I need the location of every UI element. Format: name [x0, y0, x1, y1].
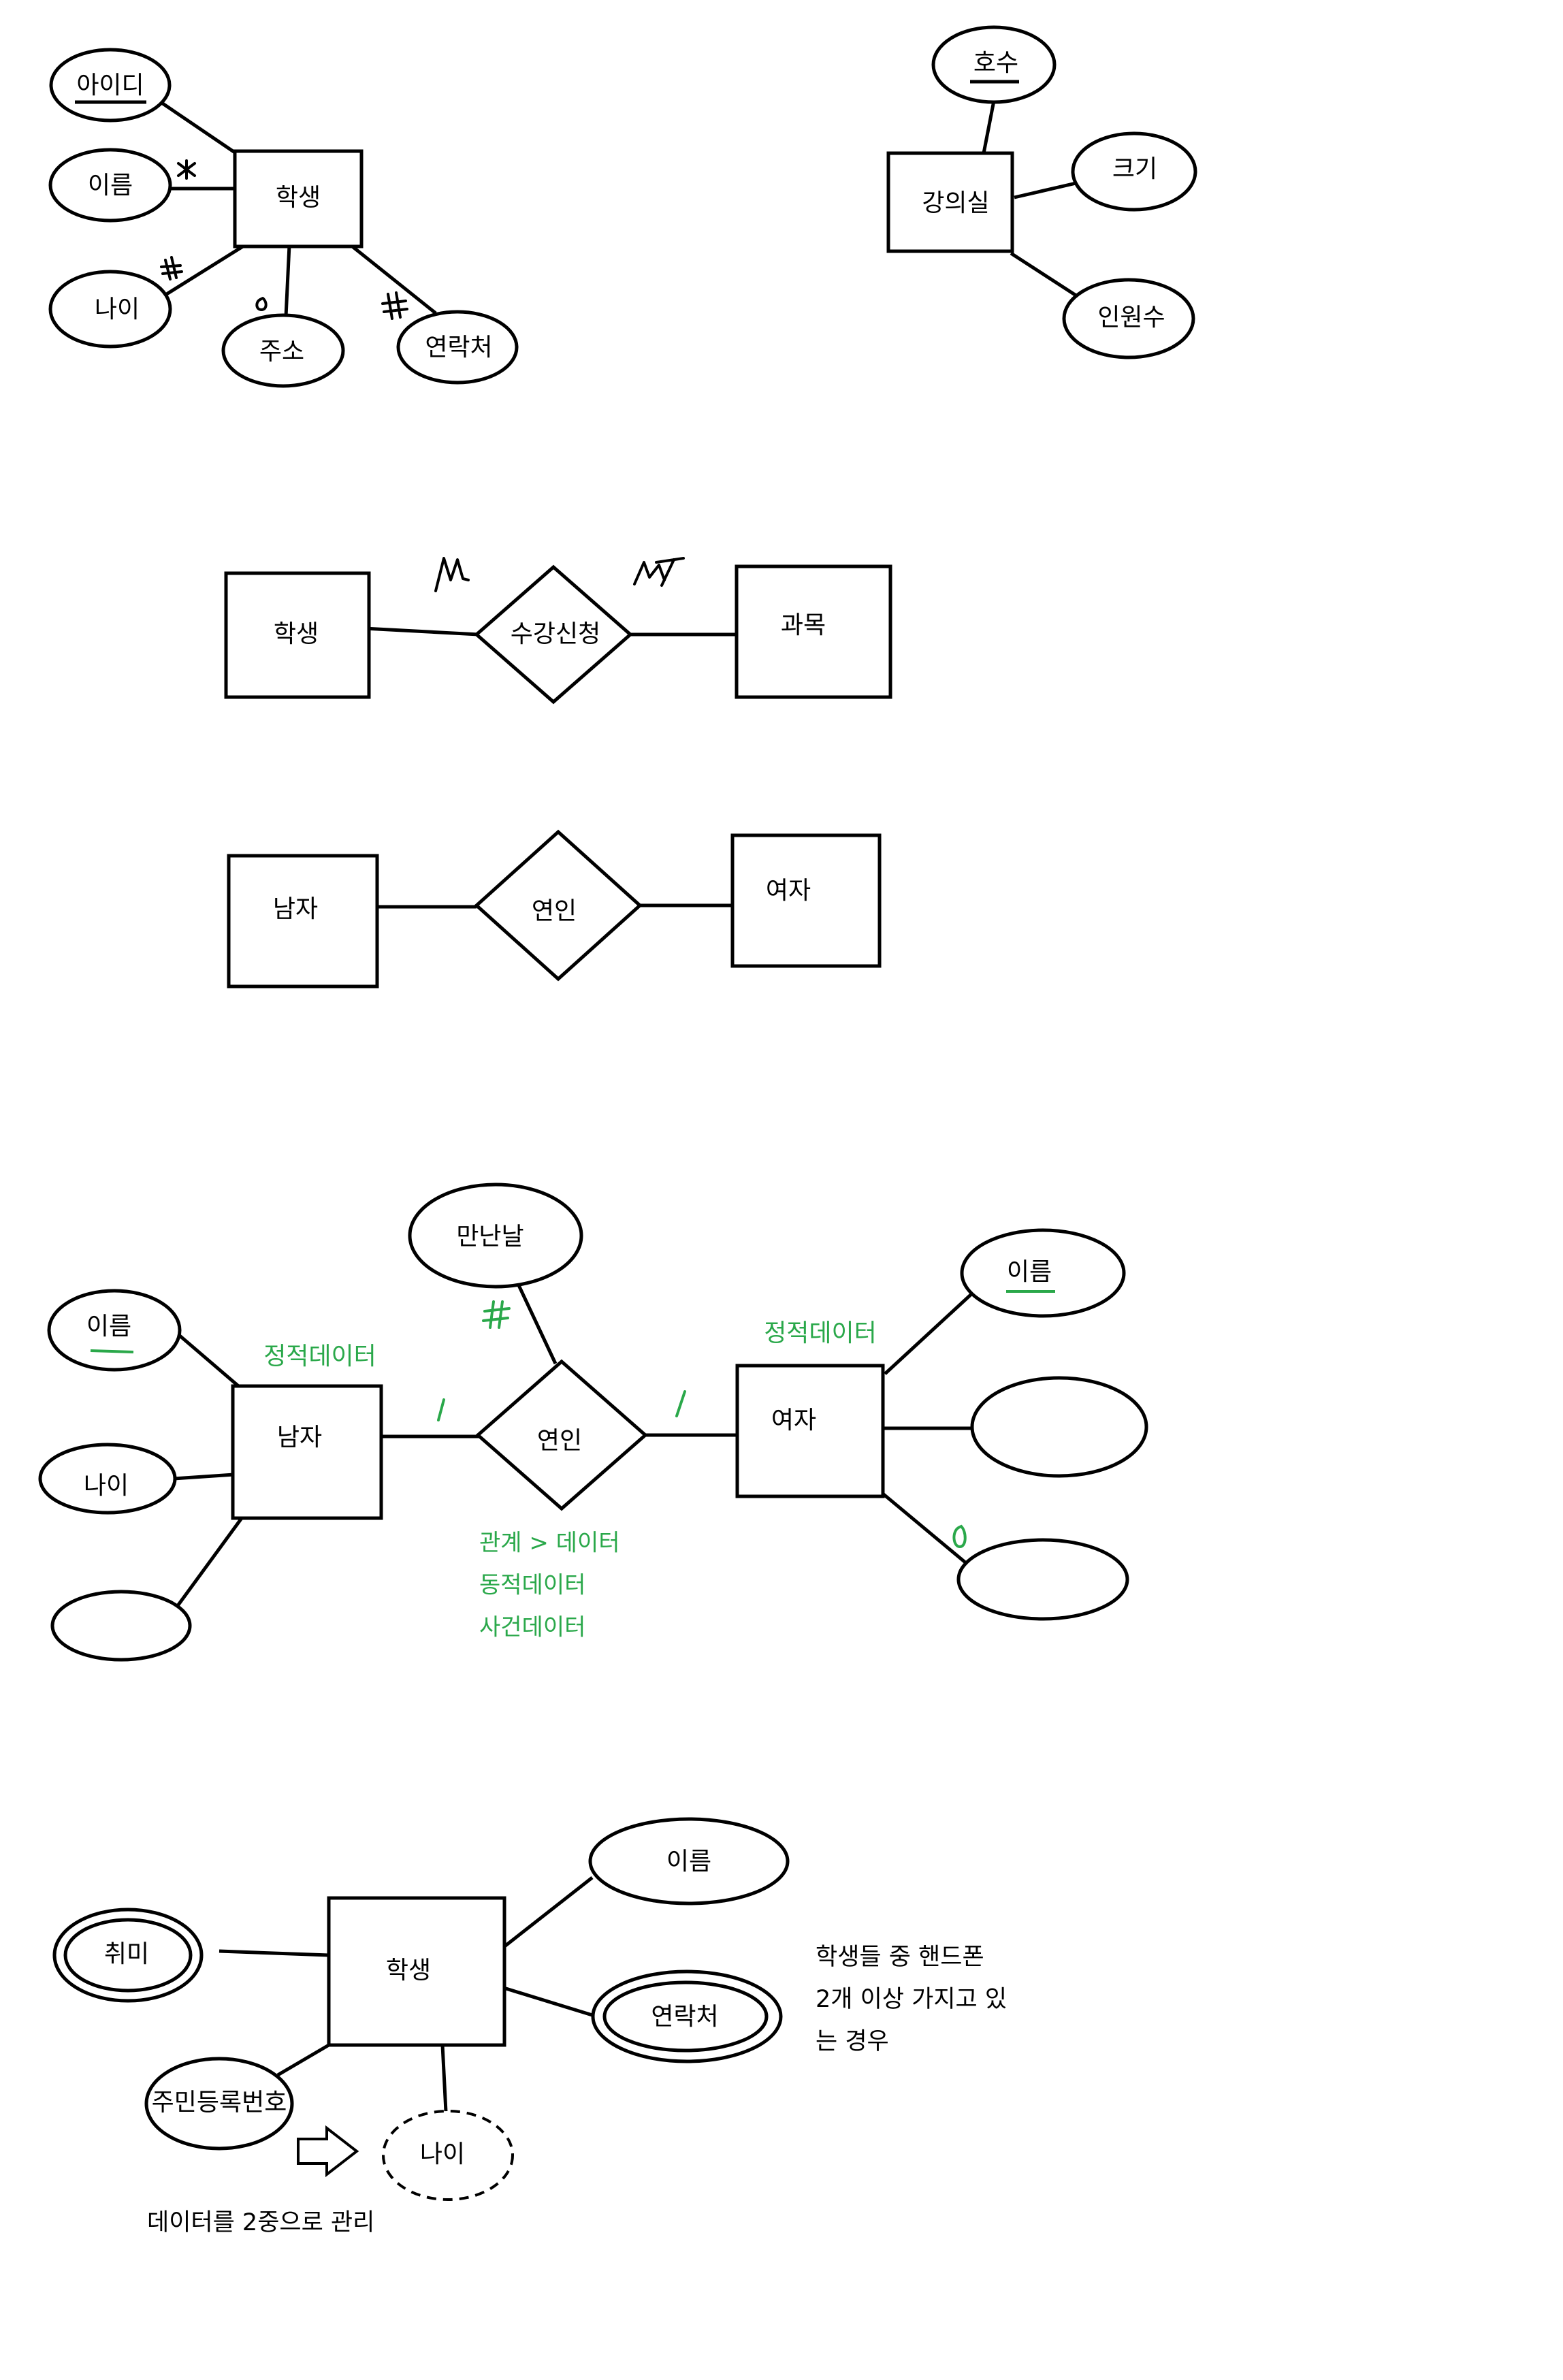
attr-man-age	[38, 1443, 177, 1515]
attr-woman-empty-1	[970, 1376, 1148, 1478]
static-data-label-right: 정적데이터	[764, 1319, 877, 1347]
derive-arrow-icon	[297, 2125, 359, 2178]
woman-entity-2-label: 여자	[771, 1406, 816, 1434]
diagram-student-attributes: 학생 아이디 이름 나이 주소 연락처	[48, 48, 519, 388]
couple-relationship	[474, 829, 643, 982]
attr-contact	[396, 310, 519, 385]
couple-relationship-2-label: 연인	[537, 1427, 582, 1455]
man-entity-label: 남자	[273, 895, 318, 923]
attr-hobby-multivalued-inner	[63, 1918, 193, 1993]
man-entity	[227, 854, 379, 988]
classroom-entity-label: 강의실	[922, 189, 989, 217]
student-entity-3	[327, 1896, 506, 2047]
attr-man-empty	[50, 1590, 192, 1662]
hash-mark-contact	[381, 291, 408, 320]
enrollment-relationship	[474, 564, 633, 705]
attr-woman-name	[960, 1228, 1126, 1318]
relation-note-3: 사건데이터	[479, 1614, 585, 1641]
woman-entity-2	[735, 1364, 885, 1498]
classroom-entity	[886, 151, 1014, 253]
attr-age-label: 나이	[95, 295, 140, 323]
multivalued-note-line-1: 학생들 중 핸드폰	[816, 1944, 984, 1971]
diagram-enrollment: 학생 수강신청 과목	[224, 557, 892, 705]
course-entity-label: 과목	[781, 611, 826, 639]
attr-age-derived-label: 나이	[420, 2140, 465, 2168]
cardinality-m-scribble	[633, 557, 685, 587]
student-entity-label: 학생	[276, 184, 321, 212]
multivalued-note-line-2: 2개 이상 가지고 있	[816, 1986, 1007, 2013]
attr-man-name-key-underline	[90, 1349, 134, 1353]
hash-mark-age	[160, 256, 183, 280]
attr-capacity-label: 인원수	[1097, 304, 1165, 332]
asterisk-mark	[177, 159, 196, 180]
hash-mark-met-date	[482, 1300, 511, 1329]
student-entity-3-label: 학생	[386, 1957, 431, 1984]
attr-capacity	[1062, 278, 1195, 359]
attr-size-label: 크기	[1112, 155, 1157, 183]
multivalued-note-line-3: 는 경우	[816, 2028, 889, 2055]
circle-mark-address	[255, 297, 268, 311]
attr-room-number-label: 호수	[973, 49, 1018, 77]
attr-name	[48, 148, 172, 223]
student-entity-2	[224, 571, 371, 699]
diagram-classroom: 강의실 호수 크기 인원수	[886, 25, 1197, 359]
attr-student-name-label: 이름	[666, 1848, 711, 1876]
attr-contact-multivalued-inner	[602, 1980, 769, 2053]
attr-hobby-label: 취미	[104, 1940, 149, 1968]
student-entity	[233, 149, 364, 248]
couple-relationship-2	[475, 1359, 648, 1511]
cardinality-1-right	[675, 1390, 686, 1417]
cardinality-1-left	[437, 1398, 445, 1421]
attr-contact-multivalued-label: 연락처	[651, 2003, 718, 2031]
attr-ssn-label: 주민등록번호	[152, 2089, 287, 2117]
couple-relationship-label: 연인	[532, 897, 577, 925]
cardinality-n-scribble	[434, 557, 470, 592]
man-entity-2	[231, 1384, 383, 1520]
derived-note: 데이터를 2중으로 관리	[147, 2209, 374, 2236]
attr-address-label: 주소	[259, 338, 304, 366]
woman-entity	[730, 833, 882, 968]
attr-woman-empty-2	[956, 1538, 1129, 1621]
student-entity-2-label: 학생	[274, 620, 319, 648]
relation-note-1: 관계 > 데이터	[479, 1530, 620, 1557]
attr-address	[221, 313, 345, 388]
attr-age-derived	[382, 2110, 514, 2201]
attr-contact-label: 연락처	[425, 334, 492, 361]
man-entity-2-label: 남자	[277, 1424, 322, 1451]
attr-met-date-label: 만난날	[456, 1223, 523, 1251]
attr-man-name	[47, 1289, 182, 1372]
attr-ssn	[144, 2057, 294, 2151]
attr-id-label: 아이디	[76, 71, 144, 99]
attr-name-label: 이름	[88, 172, 133, 199]
relation-note-2: 동적데이터	[479, 1572, 585, 1599]
attr-size	[1071, 131, 1197, 212]
diagram-student-special-attrs: 학생 취미 이름 연락처 주민등록번호 나이 데이터를 2중으로 관리 학생들 …	[52, 1817, 1007, 2236]
attr-man-name-label: 이름	[86, 1313, 131, 1340]
course-entity	[735, 564, 892, 699]
circle-mark-woman-attr	[952, 1524, 967, 1549]
attr-met-date	[408, 1183, 583, 1289]
attr-man-age-label: 나이	[84, 1472, 129, 1500]
diagram-couple: 남자 연인 여자	[227, 829, 882, 988]
woman-entity-label: 여자	[766, 877, 811, 905]
enrollment-relationship-label: 수강신청	[511, 620, 600, 648]
static-data-label-left: 정적데이터	[263, 1342, 376, 1370]
attr-room-number	[931, 25, 1057, 104]
attr-age	[48, 270, 172, 349]
diagram-couple-detailed: 남자 연인 여자 만난날 이름 나이 이름 정적데이터 정적데이터 관계 > 데…	[38, 1183, 1148, 1662]
attr-student-name	[588, 1817, 790, 1905]
attr-woman-name-label: 이름	[1007, 1258, 1052, 1286]
